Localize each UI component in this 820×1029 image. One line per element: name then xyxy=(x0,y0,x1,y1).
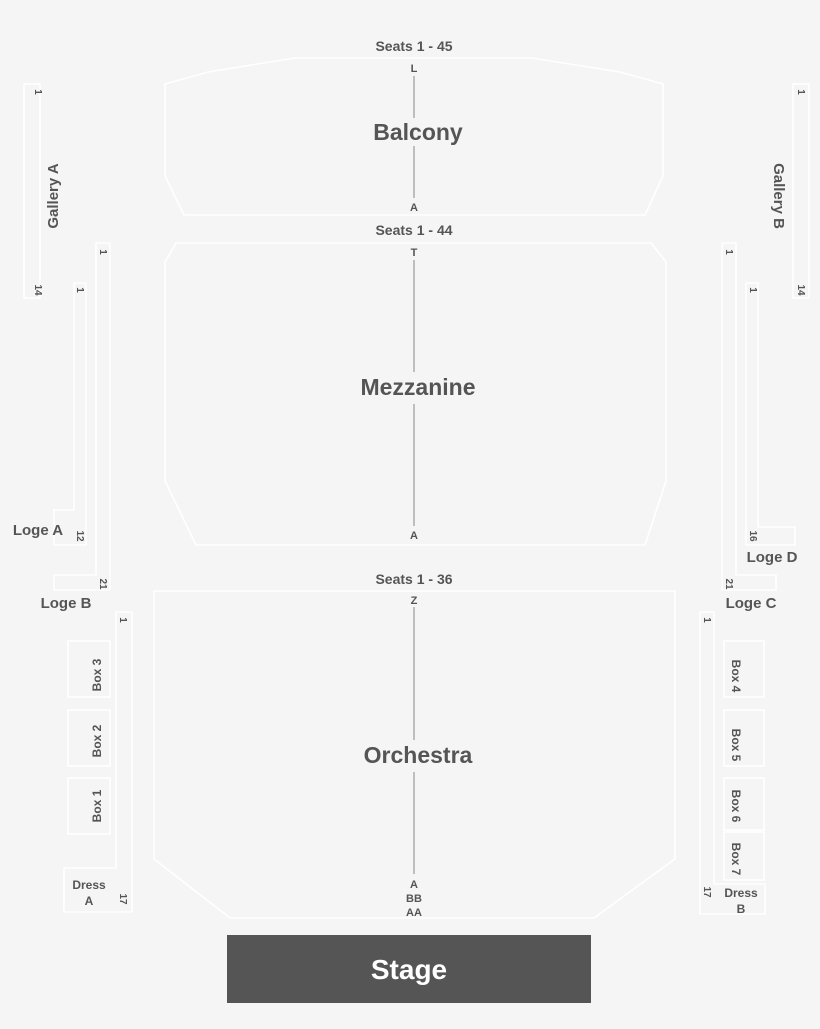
balcony-title: Balcony xyxy=(373,119,463,145)
loge-b-seat-first: 1 xyxy=(97,249,108,255)
box-5-label: Box 5 xyxy=(729,729,743,762)
box-1-outline xyxy=(67,777,111,835)
loge-d-label: Loge D xyxy=(747,549,798,566)
mezzanine-section[interactable]: Seats 1 - 44 T Mezzanine A xyxy=(164,222,667,546)
right-boxes-section[interactable]: 1 17 Box 4 Box 5 Box 6 Box 7 Dress B xyxy=(699,611,766,916)
box-3-label: Box 3 xyxy=(90,658,104,691)
gallery-b-seat-last: 14 xyxy=(795,284,806,296)
loge-a-section[interactable]: 1 12 Loge A xyxy=(13,282,87,546)
balcony-outline xyxy=(164,57,664,216)
loge-c-label: Loge C xyxy=(726,595,777,612)
loge-c-outline xyxy=(721,242,777,591)
gallery-a-outline xyxy=(23,83,41,299)
balcony-section[interactable]: Seats 1 - 45 L Balcony A xyxy=(164,38,664,216)
orchestra-row-first: Z xyxy=(411,595,418,607)
box-4-label: Box 4 xyxy=(729,660,743,693)
orchestra-title: Orchestra xyxy=(364,742,473,768)
right-boxes-seat-last: 17 xyxy=(701,886,712,898)
box-7-label: Box 7 xyxy=(729,843,743,876)
orchestra-section[interactable]: Seats 1 - 36 Z Orchestra A BB AA xyxy=(153,571,676,919)
box-6-outline xyxy=(723,777,765,831)
loge-a-label: Loge A xyxy=(13,522,63,539)
box-4-outline xyxy=(723,640,765,698)
box-5-outline xyxy=(723,709,765,767)
gallery-b-seat-first: 1 xyxy=(795,89,806,95)
left-boxes-outline xyxy=(63,611,133,913)
stage-label: Stage xyxy=(371,954,447,985)
loge-b-label: Loge B xyxy=(41,595,92,612)
mezzanine-row-last: A xyxy=(410,530,418,542)
loge-a-seat-first: 1 xyxy=(74,287,85,293)
gallery-b-outline xyxy=(792,83,810,299)
dress-a-label-line1: Dress xyxy=(72,878,106,892)
gallery-a-seat-last: 14 xyxy=(32,284,43,296)
orchestra-seats-label: Seats 1 - 36 xyxy=(375,571,452,587)
gallery-a-section[interactable]: 1 14 Gallery A xyxy=(23,83,62,299)
balcony-seats-label: Seats 1 - 45 xyxy=(375,38,452,54)
loge-d-seat-first: 1 xyxy=(747,287,758,293)
box-3-outline xyxy=(67,640,111,698)
mezzanine-outline xyxy=(164,242,667,546)
balcony-row-last: A xyxy=(410,202,418,214)
orchestra-row-aa: AA xyxy=(406,907,422,919)
right-boxes-seat-first: 1 xyxy=(701,617,712,623)
orchestra-outline xyxy=(153,590,676,919)
loge-c-seat-last: 21 xyxy=(723,578,734,590)
stage: Stage xyxy=(227,935,591,1003)
loge-b-seat-last: 21 xyxy=(97,578,108,590)
loge-c-seat-first: 1 xyxy=(723,249,734,255)
box-1-label: Box 1 xyxy=(90,789,104,822)
box-6-label: Box 6 xyxy=(729,790,743,823)
mezzanine-seats-label: Seats 1 - 44 xyxy=(375,222,452,238)
loge-a-seat-last: 12 xyxy=(74,530,85,542)
left-boxes-seat-first: 1 xyxy=(117,617,128,623)
right-boxes-outline xyxy=(699,611,766,915)
gallery-a-label: Gallery A xyxy=(45,163,62,228)
orchestra-row-a: A xyxy=(410,879,418,891)
loge-b-section[interactable]: 1 21 Loge B xyxy=(41,242,111,612)
box-7-outline xyxy=(723,831,765,881)
balcony-row-first: L xyxy=(411,63,418,75)
left-boxes-seat-last: 17 xyxy=(117,893,128,905)
mezzanine-row-first: T xyxy=(411,247,418,259)
loge-d-section[interactable]: 1 16 Loge D xyxy=(745,282,798,566)
dress-a-label-line2: A xyxy=(85,894,94,908)
mezzanine-title: Mezzanine xyxy=(360,374,475,400)
loge-b-outline xyxy=(53,242,111,591)
left-boxes-section[interactable]: 1 17 Box 3 Box 2 Box 1 Dress A xyxy=(63,611,133,913)
stage-block xyxy=(227,935,591,1003)
orchestra-row-bb: BB xyxy=(406,893,422,905)
loge-c-section[interactable]: 1 21 Loge C xyxy=(721,242,777,612)
dress-b-label-line2: B xyxy=(737,902,746,916)
gallery-b-section[interactable]: 1 14 Gallery B xyxy=(770,83,810,299)
loge-d-outline xyxy=(745,282,796,546)
loge-d-seat-last: 16 xyxy=(747,530,758,542)
loge-a-outline xyxy=(53,282,87,546)
box-2-outline xyxy=(67,709,111,767)
dress-b-label-line1: Dress xyxy=(724,886,758,900)
gallery-b-label: Gallery B xyxy=(770,163,787,229)
gallery-a-seat-first: 1 xyxy=(32,89,43,95)
box-2-label: Box 2 xyxy=(90,724,104,757)
